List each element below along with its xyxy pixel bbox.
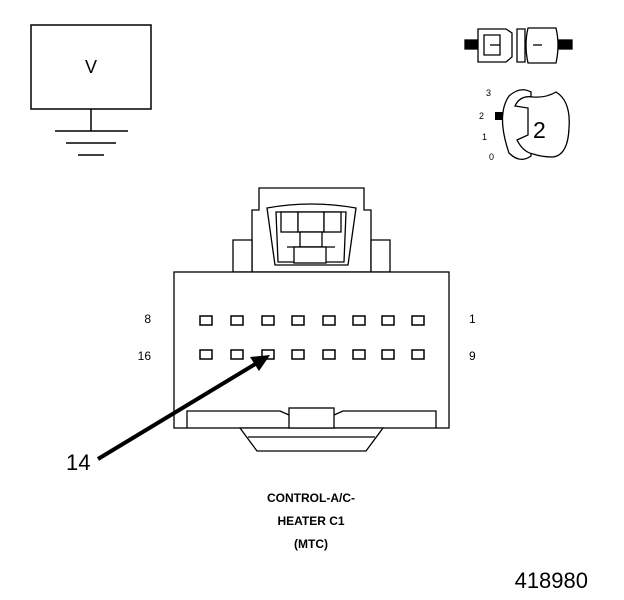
pin-label-8: 8 bbox=[144, 312, 151, 326]
pin-cavity-12 bbox=[322, 349, 336, 360]
callout-arrow bbox=[96, 355, 270, 461]
connector-right-ear bbox=[370, 239, 391, 273]
callout-pin-number: 14 bbox=[66, 450, 90, 475]
connector-body bbox=[173, 271, 450, 429]
pin-cavity-14 bbox=[261, 349, 275, 360]
pin-cavity-5 bbox=[291, 315, 305, 326]
voltmeter-box bbox=[30, 24, 152, 110]
pin-cavity-4 bbox=[322, 315, 336, 326]
pin-cavity-13 bbox=[291, 349, 305, 360]
connector-left-ear bbox=[232, 239, 253, 273]
pin-cavity-9 bbox=[411, 349, 425, 360]
connector-caption-line1: CONTROL-A/C- bbox=[267, 491, 355, 505]
voltmeter-symbol: V bbox=[30, 24, 152, 156]
pin-cavity-2 bbox=[381, 315, 395, 326]
ignition-switch-icon: 3 2 1 0 2 bbox=[479, 88, 570, 162]
ignition-position-marker bbox=[495, 112, 503, 120]
pin-cavity-11 bbox=[352, 349, 366, 360]
pin-cavity-16 bbox=[199, 349, 213, 360]
pin-cavity-10 bbox=[381, 349, 395, 360]
ignition-position-3: 3 bbox=[486, 88, 491, 98]
ground-icon bbox=[55, 130, 128, 156]
figure-id: 418980 bbox=[515, 568, 588, 593]
pin-cavity-8 bbox=[199, 315, 213, 326]
pin-label-16: 16 bbox=[138, 349, 152, 363]
pin-cavity-3 bbox=[352, 315, 366, 326]
pin-cavity-7 bbox=[230, 315, 244, 326]
connector-disconnect-icon bbox=[464, 27, 573, 64]
connector-face bbox=[173, 187, 450, 452]
pin-cavity-15 bbox=[230, 349, 244, 360]
ignition-position-2: 2 bbox=[479, 111, 484, 121]
pin-label-9: 9 bbox=[469, 349, 476, 363]
connector-pins bbox=[199, 315, 425, 360]
connector-bottom-key bbox=[238, 427, 385, 452]
voltmeter-label: V bbox=[85, 57, 97, 77]
ignition-position-1: 1 bbox=[482, 132, 487, 142]
pin-cavity-6 bbox=[261, 315, 275, 326]
connector-caption-line2: HEATER C1 bbox=[277, 514, 344, 528]
pin-cavity-1 bbox=[411, 315, 425, 326]
ignition-position-0: 0 bbox=[489, 152, 494, 162]
ignition-step-label: 2 bbox=[533, 117, 546, 143]
pin-label-1: 1 bbox=[469, 312, 476, 326]
connector-caption-line3: (MTC) bbox=[294, 537, 328, 551]
